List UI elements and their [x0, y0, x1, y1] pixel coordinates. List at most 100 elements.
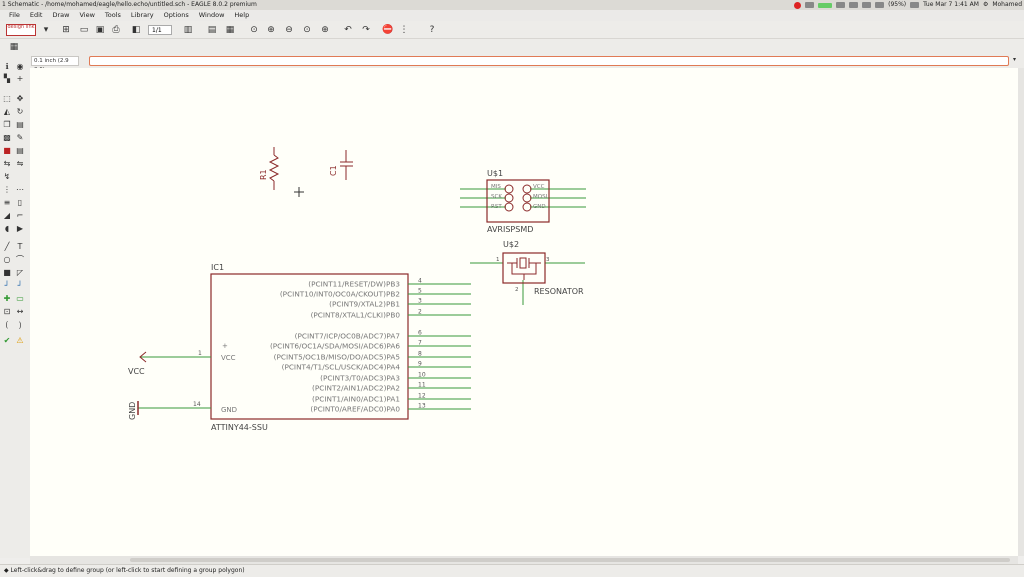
mirror-icon[interactable]: ◭: [3, 107, 11, 116]
menu-view[interactable]: View: [79, 11, 95, 19]
menu-edit[interactable]: Edit: [29, 11, 43, 19]
ic1-pin-number: 5: [418, 288, 422, 295]
u2-body[interactable]: [502, 252, 546, 284]
stop-icon[interactable]: ⛔: [382, 25, 394, 35]
add-icon[interactable]: ▶: [16, 224, 24, 233]
split-wire-icon[interactable]: ⌐: [16, 211, 24, 220]
grid-toolbar: ▦: [0, 39, 1024, 54]
copy-icon[interactable]: ❐: [3, 120, 11, 129]
replace-icon[interactable]: ■: [3, 146, 11, 155]
gateswap-icon[interactable]: ⇋: [16, 159, 24, 168]
menu-options[interactable]: Options: [163, 11, 189, 19]
horizontal-scrollbar[interactable]: [30, 556, 1018, 564]
erc-icon[interactable]: ✔: [3, 336, 11, 345]
window-icon[interactable]: [805, 2, 815, 8]
grid-icon[interactable]: ▦: [9, 42, 19, 52]
schematic-canvas[interactable]: R1 C1 U$1 MIS SCK R: [30, 68, 1018, 556]
line-icon[interactable]: ╱: [4, 242, 10, 251]
net-icon[interactable]: ┘: [17, 281, 23, 290]
new-icon[interactable]: ⊞: [62, 25, 70, 35]
optimize-icon[interactable]: ◖: [4, 224, 10, 233]
zoom-out-icon[interactable]: ⊖: [285, 25, 293, 35]
netlabel-icon[interactable]: ▭: [16, 294, 24, 303]
volume-icon[interactable]: [910, 2, 920, 8]
chevron-down-icon[interactable]: ▾: [43, 25, 49, 35]
ic1-pin-number: 4: [418, 278, 422, 285]
help-icon[interactable]: ?: [429, 25, 435, 35]
monitor-icon[interactable]: [818, 2, 833, 8]
redo-icon[interactable]: ↷: [362, 25, 370, 35]
save-icon[interactable]: ▣: [95, 25, 105, 35]
wifi-icon[interactable]: [836, 2, 846, 8]
gear-icon[interactable]: ⚙: [982, 1, 989, 8]
arc-icon[interactable]: ⌒: [16, 255, 24, 264]
battery-icon[interactable]: [875, 2, 885, 8]
zoom-in-icon[interactable]: ⊕: [267, 25, 275, 35]
capacitor-c1[interactable]: [340, 150, 353, 180]
go-icon[interactable]: ⋮: [399, 25, 409, 35]
resistor-r1[interactable]: [268, 147, 280, 190]
bus-icon[interactable]: ┘: [4, 281, 10, 290]
menu-help[interactable]: Help: [234, 11, 250, 19]
record-icon[interactable]: [794, 1, 802, 9]
group-icon[interactable]: ⬚: [3, 94, 11, 103]
wrench-icon[interactable]: ✎: [16, 133, 24, 142]
language-icon[interactable]: [849, 2, 859, 8]
warning-icon[interactable]: ⚠: [16, 336, 24, 345]
label-icon[interactable]: ▯: [17, 198, 23, 207]
invoke-icon[interactable]: ⟯: [18, 320, 22, 329]
print-icon[interactable]: ⎙: [112, 25, 120, 35]
open-icon[interactable]: ▭: [79, 25, 89, 35]
undo-icon[interactable]: ↶: [344, 25, 352, 35]
rect-icon[interactable]: ■: [3, 268, 11, 277]
name-icon[interactable]: ≡: [3, 198, 11, 207]
menu-bar: File Edit Draw View Tools Library Option…: [0, 10, 1024, 21]
u2-pin1: 1: [496, 257, 500, 263]
menu-tools[interactable]: Tools: [104, 11, 121, 19]
paste-icon[interactable]: ▤: [16, 120, 24, 129]
bluetooth-icon[interactable]: [862, 2, 872, 8]
clock[interactable]: Tue Mar 7 1:41 AM: [923, 1, 979, 8]
scroll-thumb[interactable]: [130, 558, 1010, 562]
ulp-icon[interactable]: ▦: [225, 25, 235, 35]
move-icon[interactable]: ✥: [16, 94, 24, 103]
cam-icon[interactable]: ◧: [131, 25, 141, 35]
chevron-down-icon[interactable]: ▾: [1013, 56, 1017, 63]
polygon-icon[interactable]: ◸: [16, 268, 24, 277]
dimension-icon[interactable]: ↔: [16, 307, 24, 316]
mark-icon[interactable]: +: [16, 74, 24, 83]
library-icon[interactable]: ▥: [183, 25, 193, 35]
vertical-scrollbar[interactable]: [1018, 68, 1024, 556]
attribute-icon[interactable]: ⊡: [3, 307, 11, 316]
user-name[interactable]: Mohamed: [992, 1, 1022, 8]
delete-icon[interactable]: ▩: [3, 133, 11, 142]
ic1-pin-name: (PCINT9/XTAL2)PB1: [329, 300, 400, 309]
page-selector[interactable]: 1/1: [148, 25, 172, 35]
u2-pin2: 2: [515, 287, 519, 293]
change-icon[interactable]: ▤: [16, 146, 24, 155]
menu-window[interactable]: Window: [198, 11, 225, 19]
info-icon[interactable]: ℹ: [5, 62, 9, 71]
eye-icon[interactable]: ◉: [16, 62, 24, 71]
rotate-icon[interactable]: ↻: [16, 107, 24, 116]
command-input[interactable]: [89, 56, 1009, 66]
zoom-fit-icon[interactable]: ⊙: [250, 25, 258, 35]
menu-library[interactable]: Library: [130, 11, 154, 19]
circle-icon[interactable]: ○: [3, 255, 11, 264]
board-icon[interactable]: ▤: [207, 25, 217, 35]
layers-icon[interactable]: ▚: [3, 74, 11, 83]
menu-draw[interactable]: Draw: [52, 11, 70, 19]
junction-icon[interactable]: ✚: [3, 294, 11, 303]
split-icon[interactable]: ↯: [3, 172, 11, 181]
text-icon[interactable]: T: [17, 242, 23, 251]
frame-icon[interactable]: ⟮: [5, 320, 9, 329]
zoom-redraw-icon[interactable]: ⊙: [303, 25, 311, 35]
menu-file[interactable]: File: [9, 11, 20, 19]
value-icon[interactable]: ⋯: [16, 185, 24, 194]
design-link-button[interactable]: design link: [6, 24, 36, 36]
miter-icon[interactable]: ◢: [3, 211, 11, 220]
zoom-select-icon[interactable]: ⊕: [321, 25, 329, 35]
smash-icon[interactable]: ⋮: [3, 185, 11, 194]
pinswap-icon[interactable]: ⇆: [3, 159, 11, 168]
u1-body[interactable]: [486, 179, 550, 223]
